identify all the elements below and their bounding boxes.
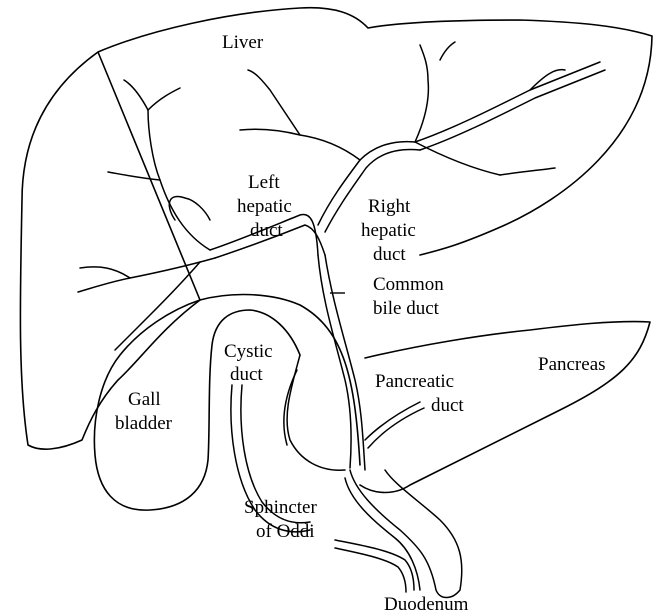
- sphincter-of-oddi-label-line2: of Oddi: [256, 521, 315, 542]
- left-hepatic-duct-label-line2: hepatic: [237, 196, 292, 217]
- duodenum-lower-tube-inner: [345, 478, 420, 590]
- right-hepatic-duct-label-line3: duct: [373, 244, 406, 265]
- pancreatic-duct-label-line1: Pancreatic: [375, 371, 454, 392]
- common-bile-duct-label-line1: Common: [373, 274, 444, 295]
- cystic-duct-label-line2: duct: [230, 364, 263, 385]
- pancreatic-duct-upper-wall: [365, 402, 420, 440]
- left-hepatic-duct-label-line1: Left: [248, 172, 280, 193]
- gall-bladder-label-line2: bladder: [115, 413, 173, 434]
- left-hepatic-duct-label-line3: duct: [250, 220, 283, 241]
- right-hepatic-duct-label-line2: hepatic: [361, 220, 416, 241]
- duodenum-label: Duodenum: [384, 594, 469, 614]
- cystic-duct-inner: [284, 370, 297, 445]
- pancreatic-duct-label-line2: duct: [431, 395, 464, 416]
- common-bile-duct-left-wall: [318, 255, 351, 468]
- sphincter-of-oddi-label-line1: Sphincter: [244, 497, 317, 518]
- gall-bladder-label-line1: Gall: [128, 389, 161, 410]
- pancreas-label: Pancreas: [538, 354, 606, 375]
- cystic-duct-label-line1: Cystic: [224, 341, 273, 362]
- right-hepatic-duct-label-line1: Right: [368, 196, 411, 217]
- liver-label: Liver: [222, 32, 264, 53]
- pancreatic-duct-lower-wall: [368, 408, 424, 448]
- duodenum-exit-tube: [335, 540, 414, 590]
- common-bile-duct-label-line2: bile duct: [373, 298, 440, 319]
